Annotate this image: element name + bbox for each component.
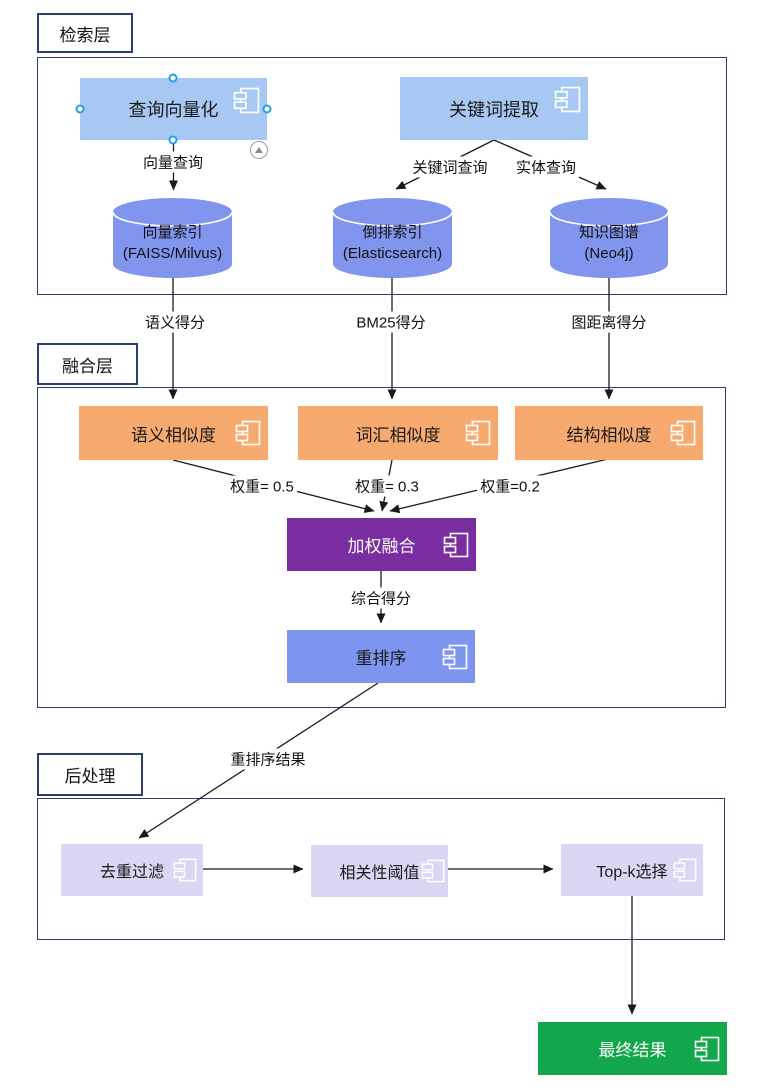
edge-label-weight-semantic[interactable]: 权重= 0.5 bbox=[227, 475, 297, 497]
cylinder-shape bbox=[332, 198, 453, 278]
node-structural-similarity[interactable]: 结构相似度 bbox=[515, 406, 703, 460]
node-vector-index-sublabel: (FAISS/Milvus) bbox=[122, 245, 223, 262]
node-keyword-extraction-label: 关键词提取 bbox=[449, 99, 539, 120]
node-rerank[interactable]: 重排序 bbox=[287, 630, 475, 683]
component-icon bbox=[694, 1036, 720, 1061]
node-inverted-index-sublabel: (Elasticsearch) bbox=[342, 245, 443, 262]
node-structural-similarity-label: 结构相似度 bbox=[566, 425, 652, 445]
component-icon bbox=[465, 420, 491, 446]
cylinder-shape bbox=[549, 198, 669, 278]
node-semantic-similarity[interactable]: 语义相似度 bbox=[79, 406, 268, 460]
container-fusion-layer[interactable] bbox=[37, 387, 726, 708]
node-knowledge-graph-sublabel: (Neo4j) bbox=[584, 245, 634, 262]
node-query-vectorization[interactable]: 查询向量化 bbox=[80, 78, 267, 140]
selection-handle-left[interactable] bbox=[75, 104, 85, 114]
cylinder-shape bbox=[112, 198, 233, 278]
container-post-processing[interactable] bbox=[37, 798, 725, 940]
edge-label-combined-score[interactable]: 综合得分 bbox=[347, 587, 415, 609]
node-inverted-index-db[interactable]: 倒排索引 (Elasticsearch) bbox=[332, 198, 453, 278]
node-final-result[interactable]: 最终结果 bbox=[538, 1022, 727, 1075]
component-icon bbox=[233, 87, 260, 114]
node-topk-selection[interactable]: Top-k选择 bbox=[561, 844, 703, 896]
node-rerank-label: 重排序 bbox=[355, 649, 407, 668]
collapse-arrow-icon bbox=[255, 147, 263, 153]
container-retrieval-layer-tab[interactable]: 检索层 bbox=[37, 13, 133, 53]
edge-label-keyword-query[interactable]: 关键词查询 bbox=[409, 156, 491, 178]
selection-handle-bottom[interactable] bbox=[168, 135, 178, 145]
node-lexical-similarity-label: 词汇相似度 bbox=[355, 425, 441, 445]
node-lexical-similarity[interactable]: 词汇相似度 bbox=[298, 406, 498, 460]
container-post-processing-tab[interactable]: 后处理 bbox=[37, 753, 143, 796]
node-final-result-label: 最终结果 bbox=[598, 1041, 667, 1060]
container-fusion-layer-label: 融合层 bbox=[62, 356, 113, 376]
selection-handle-top[interactable] bbox=[168, 73, 178, 83]
node-knowledge-graph-label: 知识图谱 bbox=[578, 224, 639, 241]
node-dedup-filter-label: 去重过滤 bbox=[99, 864, 164, 881]
edge-label-vector-query[interactable]: 向量查询 bbox=[139, 151, 207, 173]
collapse-button[interactable] bbox=[250, 141, 268, 159]
container-retrieval-layer[interactable] bbox=[37, 57, 727, 295]
node-query-vectorization-label: 查询向量化 bbox=[128, 100, 219, 120]
node-vector-index-db[interactable]: 向量索引 (FAISS/Milvus) bbox=[112, 198, 233, 278]
container-fusion-layer-tab[interactable]: 融合层 bbox=[37, 343, 138, 385]
edge-label-rerank-result[interactable]: 重排序结果 bbox=[227, 748, 309, 770]
component-icon bbox=[442, 644, 468, 669]
node-semantic-similarity-label: 语义相似度 bbox=[131, 425, 216, 445]
node-weighted-fusion-label: 加权融合 bbox=[347, 537, 416, 556]
node-relevance-threshold-label: 相关性阈值 bbox=[339, 865, 420, 882]
node-relevance-threshold[interactable]: 相关性阈值 bbox=[311, 845, 448, 897]
edge-label-bm25-score[interactable]: BM25得分 bbox=[353, 311, 429, 333]
node-vector-index-label: 向量索引 bbox=[142, 224, 203, 241]
node-topk-selection-label: Top-k选择 bbox=[596, 864, 668, 881]
edge-label-graph-score[interactable]: 图距离得分 bbox=[568, 311, 650, 333]
component-icon bbox=[421, 859, 445, 883]
container-retrieval-layer-label: 检索层 bbox=[59, 25, 111, 45]
selection-handle-right[interactable] bbox=[262, 104, 272, 114]
node-weighted-fusion[interactable]: 加权融合 bbox=[287, 518, 476, 571]
node-keyword-extraction[interactable]: 关键词提取 bbox=[400, 77, 588, 140]
node-dedup-filter[interactable]: 去重过滤 bbox=[61, 844, 203, 896]
component-icon bbox=[554, 86, 581, 113]
edge-label-weight-lexical[interactable]: 权重= 0.3 bbox=[352, 475, 422, 497]
node-knowledge-graph-db[interactable]: 知识图谱 (Neo4j) bbox=[549, 198, 669, 278]
edge-label-weight-structural[interactable]: 权重=0.2 bbox=[477, 475, 543, 497]
container-post-processing-label: 后处理 bbox=[64, 767, 116, 786]
component-icon bbox=[235, 420, 261, 446]
edge-label-semantic-score[interactable]: 语义得分 bbox=[141, 311, 209, 333]
node-inverted-index-label: 倒排索引 bbox=[362, 224, 423, 241]
edge-label-entity-query[interactable]: 实体查询 bbox=[512, 156, 580, 178]
component-icon bbox=[670, 420, 696, 446]
component-icon bbox=[673, 858, 697, 882]
component-icon bbox=[173, 858, 197, 882]
component-icon bbox=[443, 532, 469, 557]
